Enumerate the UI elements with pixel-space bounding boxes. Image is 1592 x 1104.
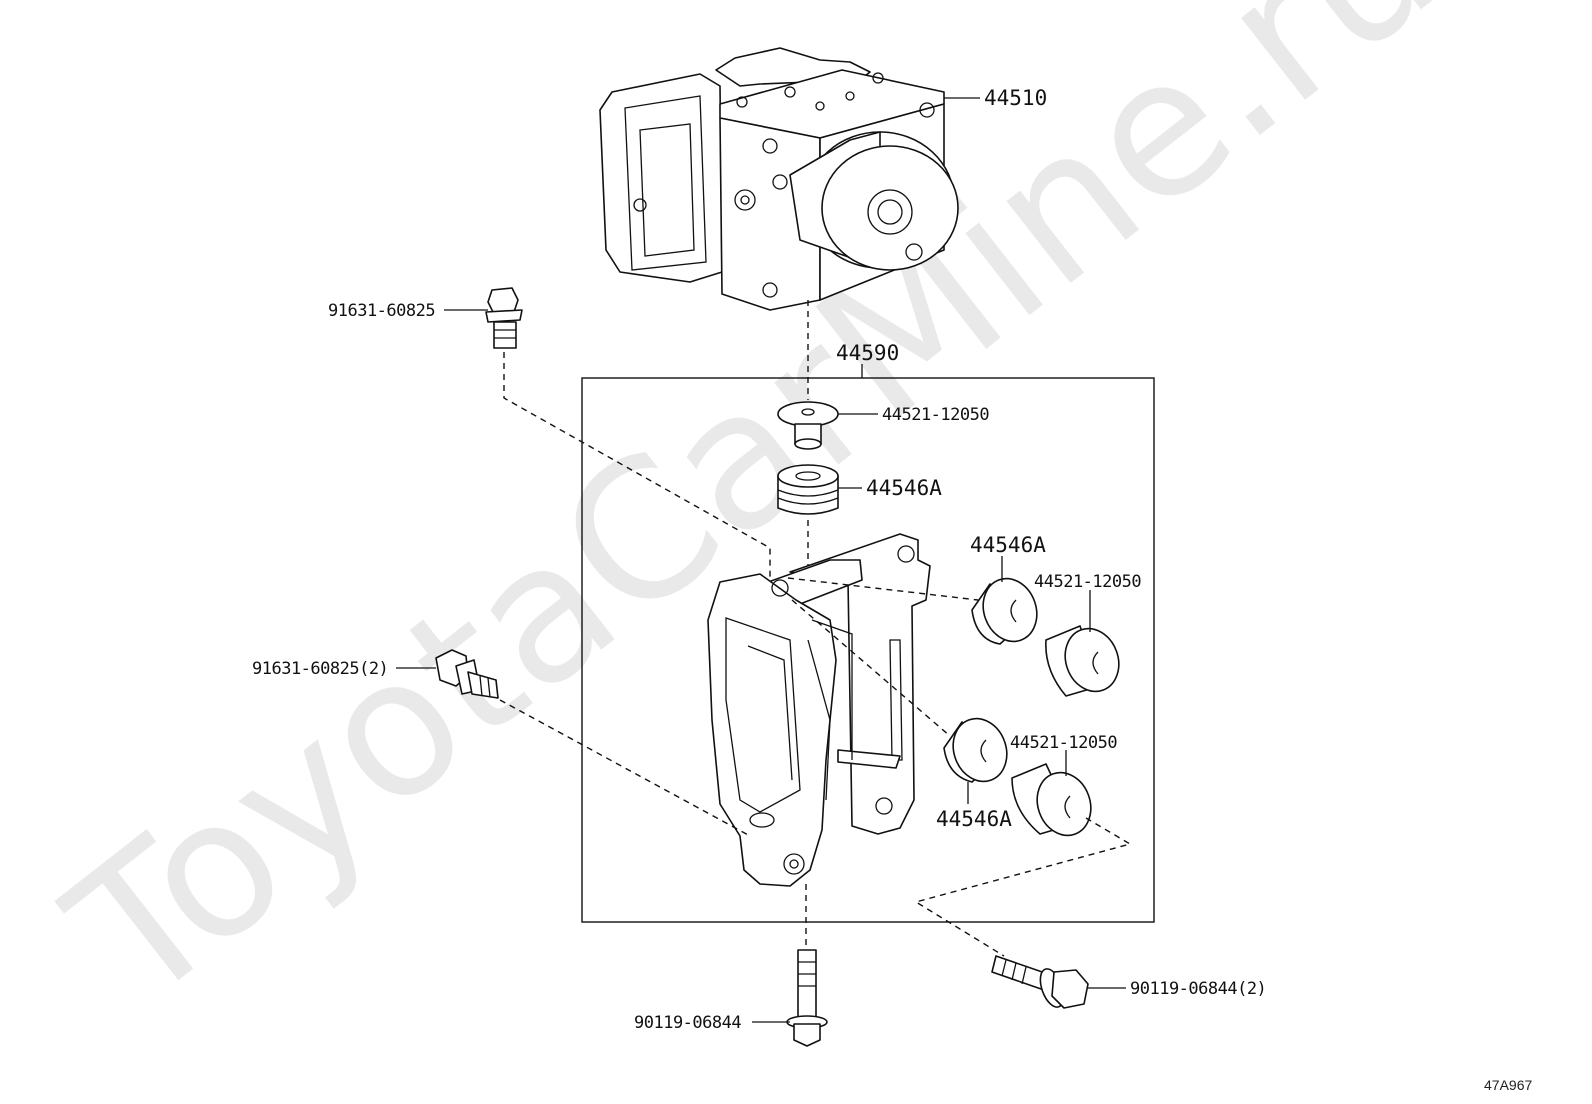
label-cushion-right-lower[interactable]: 44546A <box>936 807 1012 831</box>
bolt-91631-side[interactable] <box>435 649 499 699</box>
bracket-assy-frame <box>581 377 1155 923</box>
guide-line-bolt-side <box>499 699 751 837</box>
guide-line-bottom-right <box>914 817 1132 957</box>
label-bolt-side[interactable]: 91631-60825(2) <box>252 659 389 679</box>
collar-right-lower[interactable] <box>1011 763 1099 843</box>
bolt-90119-bottom[interactable] <box>786 949 828 1047</box>
label-bolt-bottom-right[interactable]: 90119-06844(2) <box>1130 979 1267 999</box>
label-collar-right-upper[interactable]: 44521-12050 <box>1034 572 1142 592</box>
label-collar-right-lower[interactable]: 44521-12050 <box>1010 733 1118 753</box>
collar-right-upper[interactable] <box>1045 621 1128 699</box>
abs-actuator[interactable] <box>599 47 959 311</box>
cushion-top[interactable] <box>777 464 839 515</box>
cushion-right-upper[interactable] <box>971 571 1045 649</box>
label-collar-top[interactable]: 44521-12050 <box>882 405 990 425</box>
diagram-code: 47A967 <box>1484 1077 1532 1093</box>
guide-line-bracket-lower <box>791 599 951 737</box>
bolt-91631-top[interactable] <box>485 287 523 349</box>
label-actuator[interactable]: 44510 <box>984 86 1047 110</box>
label-bracket-assy[interactable]: 44590 <box>836 341 899 365</box>
cushion-right-lower[interactable] <box>943 711 1015 789</box>
label-cushion-right-upper[interactable]: 44546A <box>970 533 1046 557</box>
bracket[interactable] <box>707 533 931 887</box>
label-cushion-top[interactable]: 44546A <box>866 476 942 500</box>
label-bolt-top[interactable]: 91631-60825 <box>328 301 436 321</box>
guide-line-bracket-upper <box>787 577 979 601</box>
bolt-90119-bottom-right[interactable] <box>991 955 1089 1010</box>
label-bolt-bottom[interactable]: 90119-06844 <box>634 1013 742 1033</box>
